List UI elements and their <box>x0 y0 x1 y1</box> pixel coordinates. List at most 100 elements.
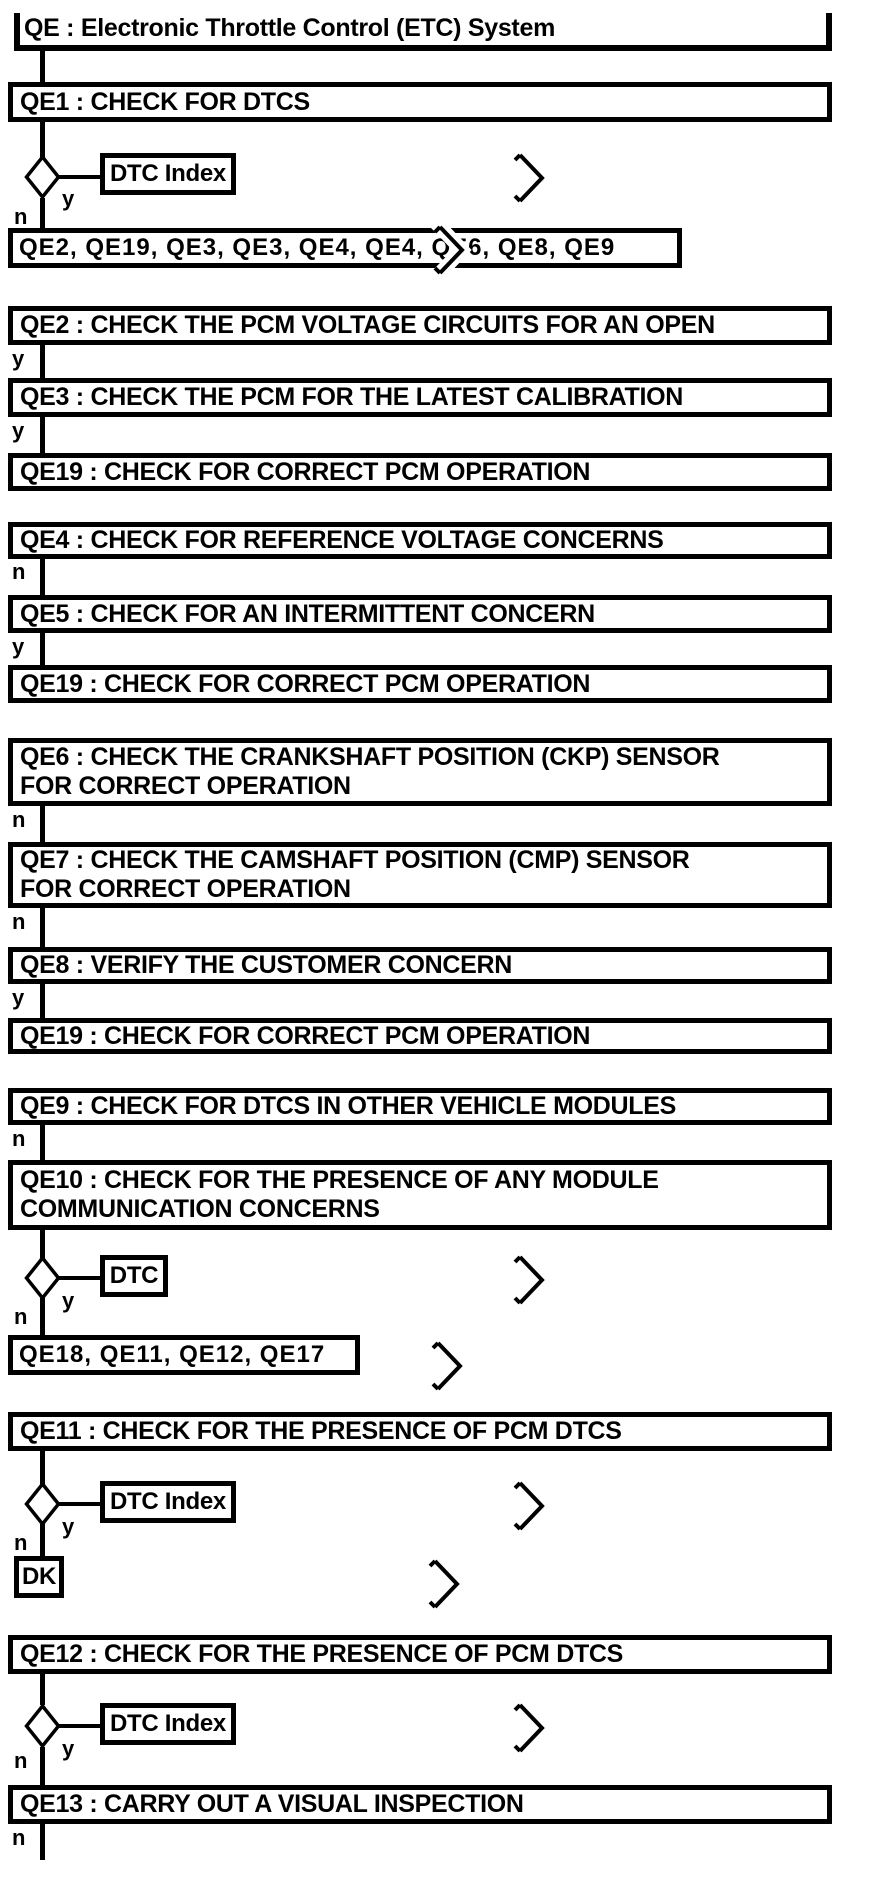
step-label-line2: COMMUNICATION CONCERNS <box>20 1195 380 1223</box>
branch-label-yes: y <box>62 1514 75 1539</box>
connector-line <box>40 806 45 842</box>
connector-line <box>40 559 45 595</box>
branch-label-yes: y <box>12 634 25 659</box>
connector-line <box>59 1724 100 1728</box>
reference-label: DTC Index <box>110 160 226 187</box>
step-box-qe4: QE4 : CHECK FOR REFERENCE VOLTAGE CONCER… <box>8 522 832 559</box>
step-box-qe7: QE7 : CHECK THE CAMSHAFT POSITION (CMP) … <box>8 842 832 908</box>
branch-label-no: n <box>14 1530 28 1555</box>
next-steps-list: QE2, QE19, QE3, QE3, QE4, QE4, QE6, QE8,… <box>19 234 616 261</box>
branch-label-yes: y <box>62 186 75 211</box>
connector-line <box>40 908 45 947</box>
branch-label-no: n <box>12 1126 26 1151</box>
branch-label-no: n <box>12 559 26 584</box>
branch-label-no: n <box>14 1304 28 1329</box>
continue-chevron-icon <box>513 1703 545 1753</box>
reference-label: DK <box>21 1563 57 1590</box>
continue-chevron-icon <box>513 1255 545 1305</box>
branch-label-yes: y <box>12 346 25 371</box>
connector-line <box>40 345 45 378</box>
step-label-line1: QE6 : CHECK THE CRANKSHAFT POSITION (CKP… <box>20 743 720 771</box>
connector-line <box>40 50 45 82</box>
next-steps-box[interactable]: QE2, QE19, QE3, QE3, QE4, QE4, QE6, QE8,… <box>8 228 682 268</box>
title-border-right <box>826 13 832 51</box>
step-box-qe3: QE3 : CHECK THE PCM FOR THE LATEST CALIB… <box>8 378 832 417</box>
step-label-line2: FOR CORRECT OPERATION <box>20 772 351 800</box>
reference-label: DTC <box>109 1262 159 1289</box>
connector-line <box>59 175 100 179</box>
step-label: QE11 : CHECK FOR THE PRESENCE OF PCM DTC… <box>20 1417 622 1445</box>
step-label-line2: FOR CORRECT OPERATION <box>20 875 351 903</box>
step-box-qe11: QE11 : CHECK FOR THE PRESENCE OF PCM DTC… <box>8 1412 832 1451</box>
connector-line <box>40 1747 45 1785</box>
step-label: QE9 : CHECK FOR DTCS IN OTHER VEHICLE MO… <box>20 1092 676 1120</box>
step-label-line1: QE7 : CHECK THE CAMSHAFT POSITION (CMP) … <box>20 846 690 874</box>
step-label: QE1 : CHECK FOR DTCS <box>20 87 310 116</box>
step-label-line1: QE10 : CHECK FOR THE PRESENCE OF ANY MOD… <box>20 1166 659 1194</box>
connector-line <box>40 417 45 453</box>
step-label: QE12 : CHECK FOR THE PRESENCE OF PCM DTC… <box>20 1640 624 1668</box>
connector-line <box>40 1298 45 1335</box>
step-box-qe8: QE8 : VERIFY THE CUSTOMER CONCERN <box>8 947 832 984</box>
step-label: QE2 : CHECK THE PCM VOLTAGE CIRCUITS FOR… <box>20 311 715 339</box>
decision-diamond-icon <box>24 1703 61 1749</box>
title-border-left <box>14 13 20 50</box>
step-box-qe13: QE13 : CARRY OUT A VISUAL INSPECTION <box>8 1785 832 1824</box>
branch-label-no: n <box>12 909 26 934</box>
step-box-qe6: QE6 : CHECK THE CRANKSHAFT POSITION (CKP… <box>8 738 832 806</box>
branch-label-no: n <box>12 807 26 832</box>
step-box-qe5: QE5 : CHECK FOR AN INTERMITTENT CONCERN <box>8 595 832 633</box>
continue-chevron-icon <box>513 1481 545 1531</box>
decision-diamond-icon <box>24 1481 61 1527</box>
dtc-index-reference[interactable]: DTC Index <box>100 1481 236 1523</box>
dk-reference[interactable]: DK <box>14 1556 64 1598</box>
step-box-qe1: QE1 : CHECK FOR DTCS <box>8 82 832 122</box>
step-label: QE13 : CARRY OUT A VISUAL INSPECTION <box>20 1790 524 1818</box>
step-box-qe10: QE10 : CHECK FOR THE PRESENCE OF ANY MOD… <box>8 1160 832 1230</box>
reference-label: DTC Index <box>110 1488 226 1515</box>
continue-chevron-icon <box>513 153 545 203</box>
connector-line <box>40 984 45 1018</box>
branch-label-no: n <box>14 1748 28 1773</box>
connector-line <box>40 1824 45 1860</box>
step-label: QE4 : CHECK FOR REFERENCE VOLTAGE CONCER… <box>20 526 664 554</box>
continue-chevron-icon <box>430 222 472 278</box>
branch-label-yes: y <box>62 1288 75 1313</box>
connector-line <box>40 633 45 665</box>
continue-chevron-icon <box>428 1559 460 1609</box>
step-label: QE8 : VERIFY THE CUSTOMER CONCERN <box>20 951 513 979</box>
decision-diamond-icon <box>24 154 61 200</box>
branch-label-no: n <box>14 204 28 229</box>
step-label: QE3 : CHECK THE PCM FOR THE LATEST CALIB… <box>20 383 684 411</box>
dtc-index-reference[interactable]: DTC Index <box>100 1703 236 1745</box>
step-box-qe19: QE19 : CHECK FOR CORRECT PCM OPERATION <box>8 453 832 491</box>
step-box-qe19: QE19 : CHECK FOR CORRECT PCM OPERATION <box>8 665 832 703</box>
branch-label-no: n <box>12 1825 26 1850</box>
next-steps-box[interactable]: QE18, QE11, QE12, QE17 <box>8 1335 360 1375</box>
connector-line <box>59 1276 100 1280</box>
connector-line <box>40 1230 45 1258</box>
step-box-qe9: QE9 : CHECK FOR DTCS IN OTHER VEHICLE MO… <box>8 1088 832 1125</box>
step-box-qe19: QE19 : CHECK FOR CORRECT PCM OPERATION <box>8 1018 832 1054</box>
dtc-index-reference[interactable]: DTC Index <box>100 153 236 195</box>
step-label: QE19 : CHECK FOR CORRECT PCM OPERATION <box>20 457 591 486</box>
next-steps-list: QE18, QE11, QE12, QE17 <box>19 1341 326 1368</box>
dtc-reference[interactable]: DTC <box>100 1255 168 1297</box>
page-title: QE : Electronic Throttle Control (ETC) S… <box>24 14 555 42</box>
branch-label-yes: y <box>12 985 25 1010</box>
reference-label: DTC Index <box>110 1710 226 1737</box>
step-label: QE19 : CHECK FOR CORRECT PCM OPERATION <box>20 669 591 698</box>
step-box-qe2: QE2 : CHECK THE PCM VOLTAGE CIRCUITS FOR… <box>8 306 832 345</box>
branch-label-yes: y <box>62 1736 75 1761</box>
continue-chevron-icon <box>431 1341 463 1391</box>
step-label: QE5 : CHECK FOR AN INTERMITTENT CONCERN <box>20 599 595 628</box>
connector-line <box>40 1674 45 1705</box>
decision-diamond-icon <box>24 1255 61 1301</box>
connector-line <box>59 1502 100 1506</box>
branch-label-yes: y <box>12 418 25 443</box>
step-box-qe12: QE12 : CHECK FOR THE PRESENCE OF PCM DTC… <box>8 1635 832 1674</box>
title-border-bottom <box>14 45 832 51</box>
connector-line <box>40 198 45 229</box>
connector-line <box>40 1524 45 1558</box>
